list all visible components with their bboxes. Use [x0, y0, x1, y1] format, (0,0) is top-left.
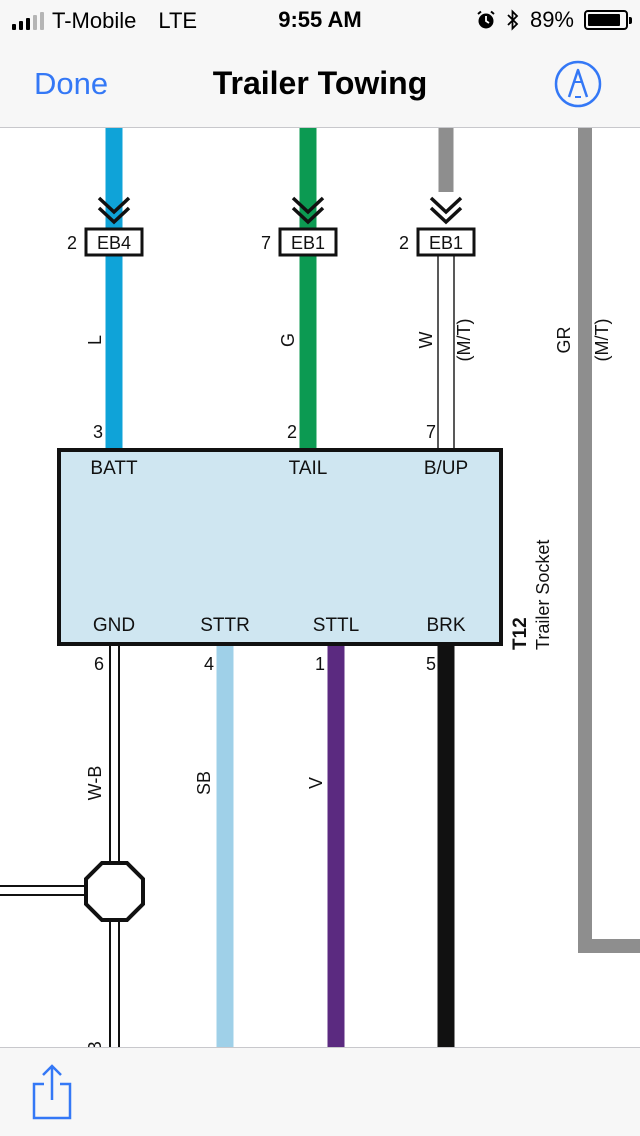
- bluetooth-icon: [507, 9, 519, 31]
- socket-pin-number: 5: [426, 654, 436, 674]
- wire-label: W: [416, 332, 436, 349]
- socket-pin-number: 7: [426, 422, 436, 442]
- connector-eb1b-box: [416, 227, 476, 257]
- wire-label: W-B: [85, 766, 105, 801]
- socket-pin-number: 6: [94, 654, 104, 674]
- wiring-diagram: 2 EB4 7 EB1 2 EB1 L G W (M/T) GR (M/T) 3…: [0, 128, 640, 1047]
- battery-fill: [588, 14, 621, 26]
- socket-id: T12: [510, 617, 531, 650]
- alarm-clock-icon: [477, 10, 495, 29]
- socket-name: Trailer Socket: [533, 540, 553, 650]
- connector-name: EB4: [97, 233, 131, 253]
- connector-name: EB1: [291, 233, 325, 253]
- socket-pin-number: 2: [287, 422, 297, 442]
- wire-label: L: [85, 335, 105, 345]
- document-viewer[interactable]: 2 EB4 7 EB1 2 EB1 L G W (M/T) GR (M/T) 3…: [0, 128, 640, 1047]
- status-bar: T-Mobile LTE 9:55 AM 89%: [0, 0, 640, 40]
- socket-pin-number: 4: [204, 654, 214, 674]
- carrier-name: T-Mobile: [52, 8, 137, 33]
- done-button[interactable]: Done: [34, 66, 109, 101]
- bottom-toolbar: [0, 1047, 640, 1136]
- navigation-bar: Done Trailer Towing: [0, 40, 640, 128]
- markup-pen-icon[interactable]: [554, 60, 602, 108]
- socket-pin-number: 3: [93, 422, 103, 442]
- connector-name: EB1: [429, 233, 463, 253]
- status-time: 9:55 AM: [278, 7, 362, 32]
- mt-label: (M/T): [454, 319, 474, 362]
- connector-eb1-box: [278, 227, 338, 257]
- wire-label: GR: [554, 326, 574, 353]
- socket-pin-name: STTR: [200, 615, 250, 636]
- network-type: LTE: [158, 8, 198, 33]
- wire-label: G: [278, 333, 298, 347]
- trailer-socket-box: [57, 448, 503, 646]
- connector-pin: 2: [67, 233, 77, 253]
- socket-pin-name: BATT: [90, 458, 138, 479]
- share-icon[interactable]: [30, 1062, 74, 1122]
- status-right: 89%: [476, 7, 632, 33]
- battery-percent: 89%: [529, 7, 574, 32]
- mt-label: (M/T): [592, 319, 612, 362]
- socket-pin-number: 1: [315, 654, 325, 674]
- socket-pin-name: TAIL: [289, 458, 328, 479]
- status-left: T-Mobile LTE: [12, 8, 197, 34]
- socket-pin-name: STTL: [313, 615, 359, 636]
- connector-eb4-box: [84, 227, 144, 257]
- wire-label: SB: [194, 771, 214, 795]
- socket-pin-name: BRK: [426, 615, 465, 636]
- ground-junction: [84, 861, 145, 922]
- connector-pin: 2: [399, 233, 409, 253]
- socket-pin-name: GND: [93, 615, 135, 636]
- signal-strength-icon: [12, 12, 44, 30]
- wire-label-cut: B: [85, 1041, 105, 1047]
- connector-arrows: [97, 196, 463, 225]
- battery-icon: [584, 10, 632, 30]
- wire-gray-gr: [578, 128, 640, 953]
- socket-pin-name: B/UP: [424, 458, 468, 479]
- connector-pin: 7: [261, 233, 271, 253]
- wire-label: V: [306, 777, 326, 789]
